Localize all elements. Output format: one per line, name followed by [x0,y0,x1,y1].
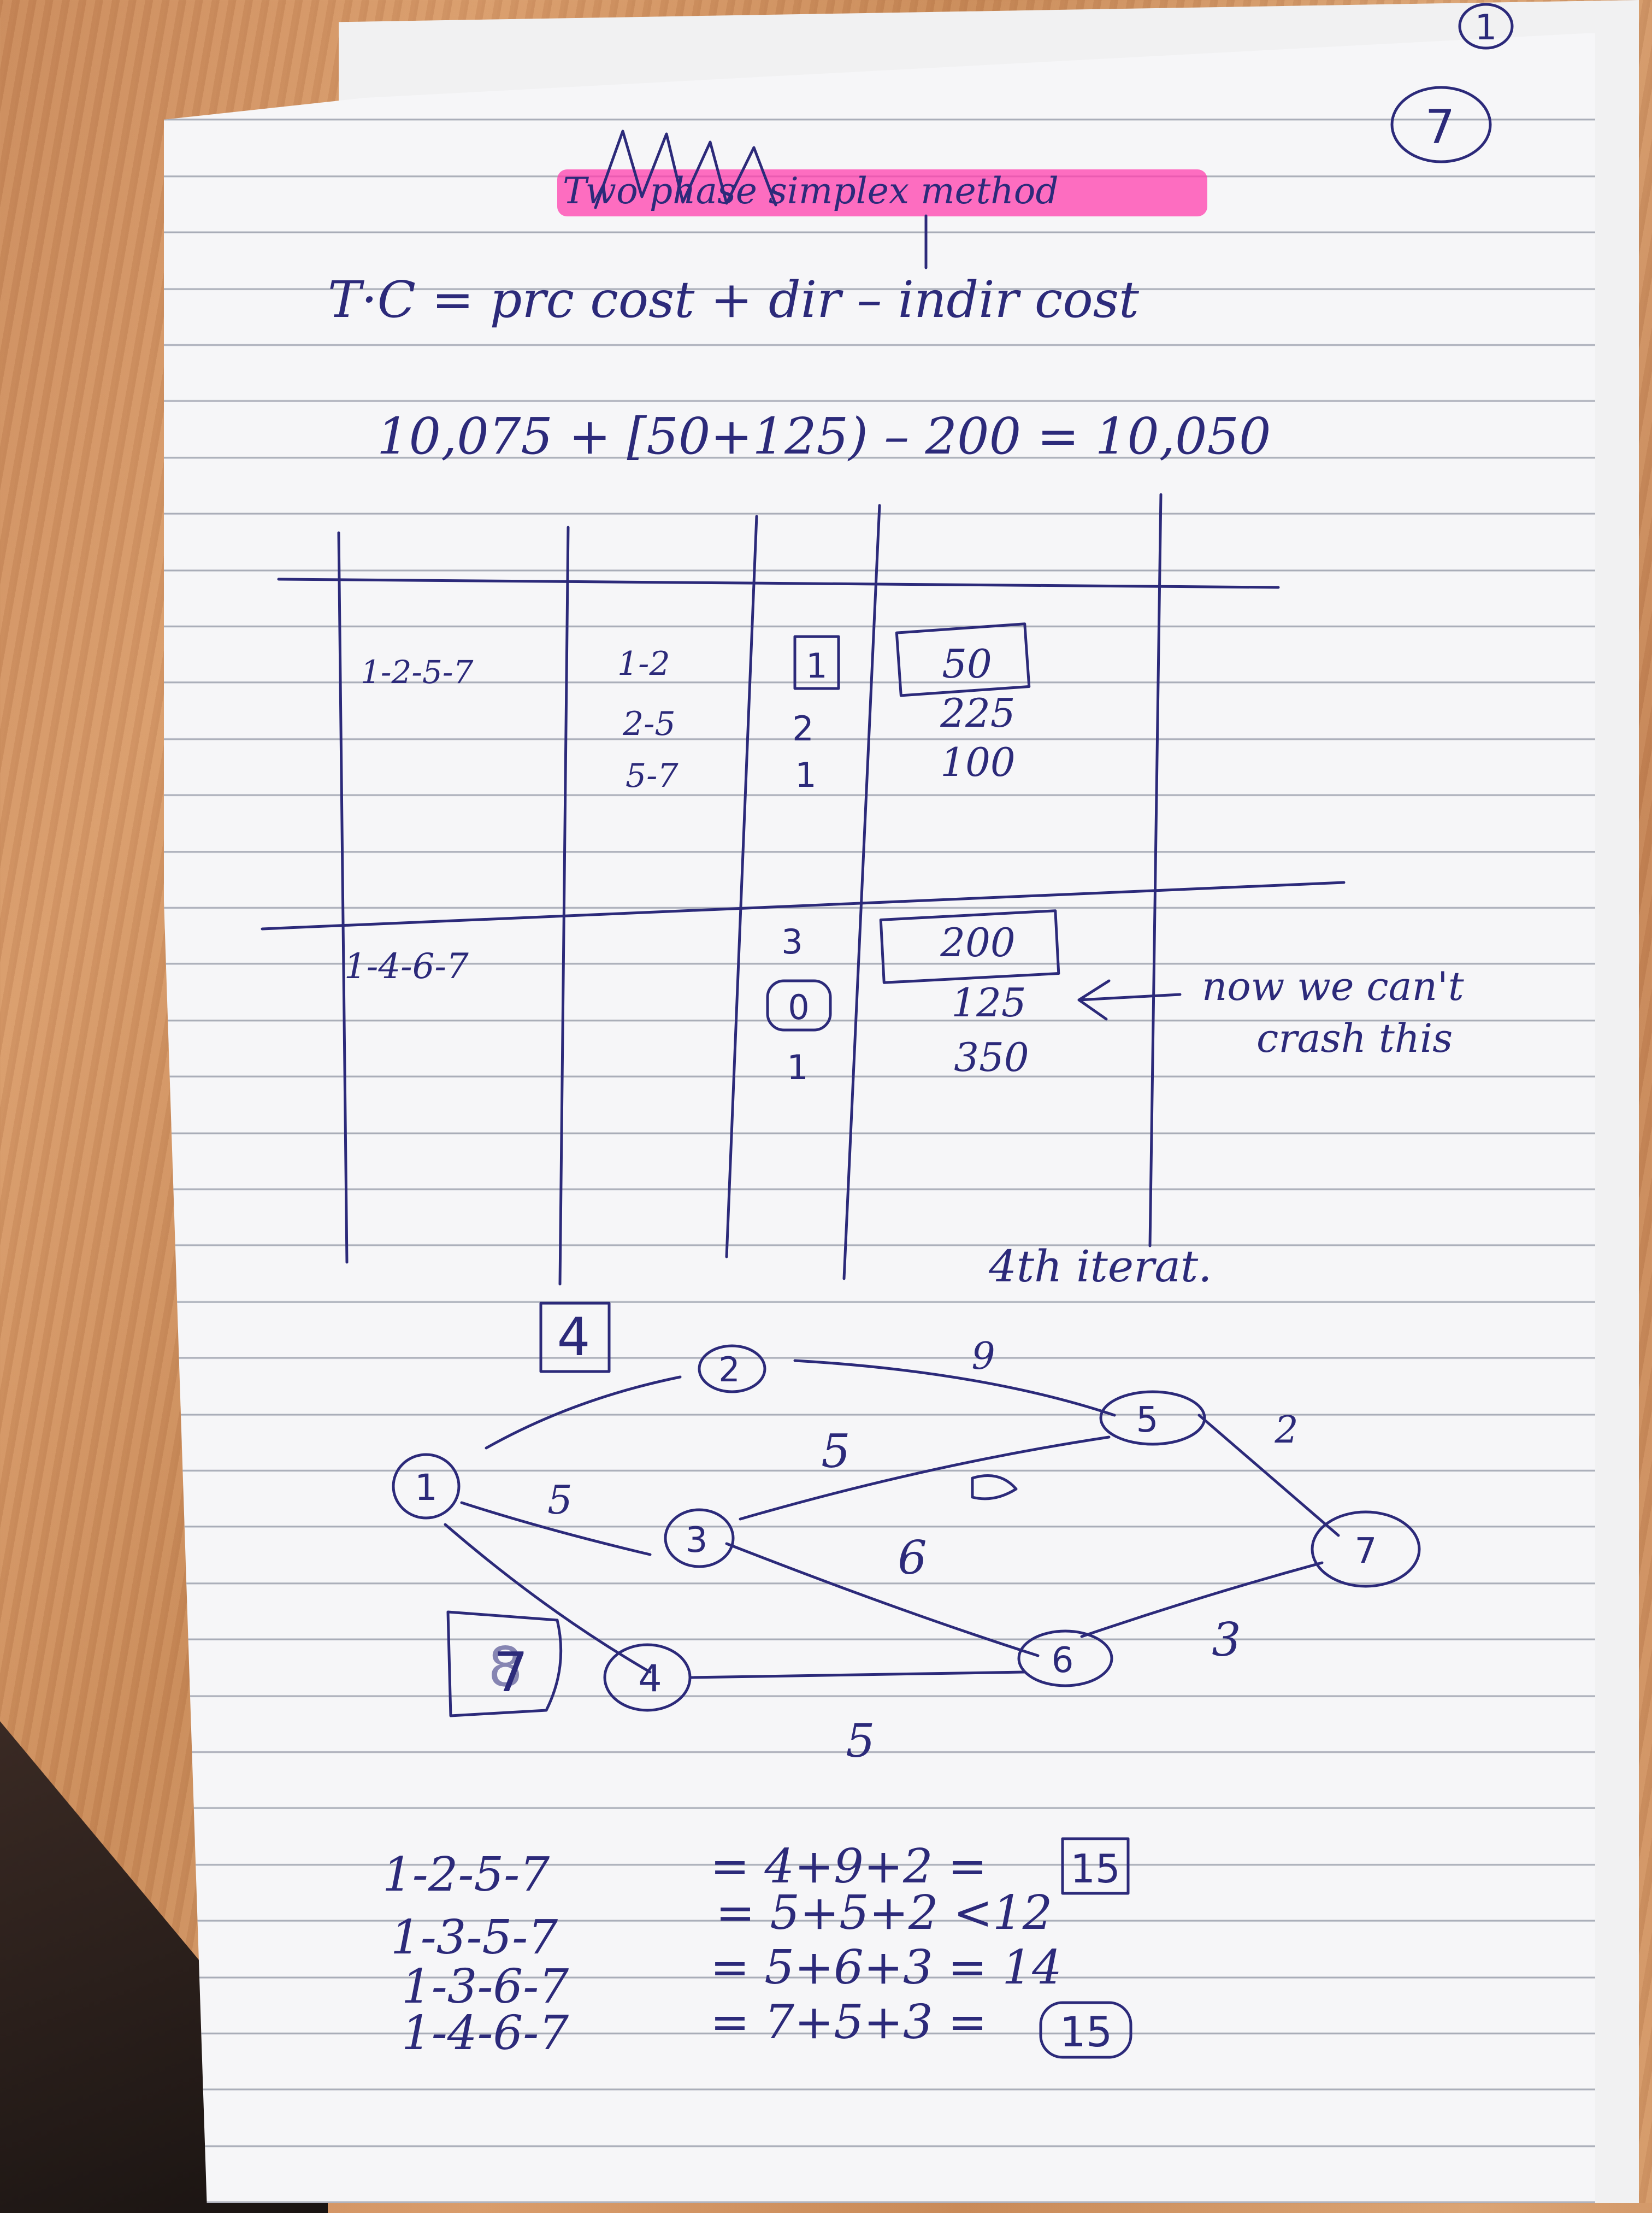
svg-text:1-3-5-7: 1-3-5-7 [391,1910,558,1965]
note-arrow [1077,979,1182,1021]
row1-activity-2: 2-5 [622,705,676,743]
edge-weight-current: 7 [493,1640,528,1704]
page-number-circle [1390,86,1492,163]
svg-text:15: 15 [1070,1846,1120,1892]
network-node-4: 4 [603,1643,692,1712]
edge-weight-3-5: 5 [821,1425,850,1478]
formula-line-2: 10,075 + [50+125) – 200 = 10,050 [377,407,1271,466]
edge-weight-1-2: 4 [539,1302,611,1373]
formula-line-1: T·C = prc cost + dir – indir cost [328,270,1140,329]
row1-activity-3: 5-7 [626,757,678,795]
svg-text:15: 15 [1060,2008,1113,2056]
row1-duration-3: 1 [795,755,816,795]
svg-text:3: 3 [686,1520,708,1561]
network-node-3: 3 [664,1508,735,1568]
svg-text:1-2-5-7: 1-2-5-7 [382,1847,550,1902]
edge-weight-5-7: 2 [1274,1409,1298,1452]
network-node-2: 2 [698,1344,766,1393]
row2-duration-box [766,979,832,1032]
svg-text:1-4-6-7: 1-4-6-7 [402,2006,569,2061]
row1-cost-2: 225 [940,690,1015,736]
page-number: 7 [1425,100,1455,155]
row2-cost-1: 200 [940,920,1015,966]
row2-cost-box [879,909,1060,984]
row2-duration-2: 0 [788,987,809,1027]
row1-duration-1: 1 [806,646,827,686]
svg-text:4: 4 [557,1306,590,1368]
edge-weight-1-3: 5 [547,1477,573,1523]
path-sum-1: 1-2-5-7 = 4+9+2 = 15 [382,1837,1130,1902]
scribbled-mark [971,1474,1018,1500]
result-box [1061,1837,1130,1895]
svg-text:= 4+9+2 =: = 4+9+2 = [710,1839,987,1894]
paper-sheet [164,33,1595,2203]
network-node-1: 1 [392,1453,461,1520]
svg-text:4: 4 [638,1657,662,1700]
note-line-1: now we can't [1202,963,1465,1009]
corner-number-circle [1458,3,1514,50]
row2-cost-2: 125 [951,980,1026,1026]
edge-weight-1-4: 8 7 [446,1610,563,1717]
row2-cost-3: 350 [954,1034,1029,1080]
path-sum-3: 1-3-6-7 = 5+6+3 = 14 [402,1940,1062,2014]
row2-duration-1: 3 [781,922,803,962]
note-line-2: crash this [1256,1015,1453,1061]
corner-number: 1 [1475,8,1497,48]
svg-text:= 5+6+3 = 14: = 5+6+3 = 14 [710,1940,1062,1995]
svg-text:1: 1 [415,1467,438,1509]
svg-text:2: 2 [718,1350,740,1390]
row1-activity-1: 1-2 [617,645,670,683]
network-node-5: 5 [1099,1390,1206,1446]
scribble-over-heading [594,130,777,209]
edge-weight-2-5: 9 [971,1335,995,1378]
result-box [1039,2001,1132,2059]
edge-weight-crossed: 8 [488,1635,523,1699]
network-node-7: 7 [1311,1510,1421,1588]
svg-text:= 5+5+2 <12: = 5+5+2 <12 [716,1886,1053,1940]
row1-path: 1-2-5-7 [361,654,473,691]
row2-path: 1-4-6-7 [344,946,469,987]
row1-duration-2: 2 [792,709,813,749]
row1-cost-1: 50 [942,641,992,687]
path-sum-4: 1-4-6-7 = 7+5+3 = 15 [402,1995,1132,2061]
edge-weight-3-6: 6 [898,1531,927,1585]
row2-duration-3: 1 [787,1047,808,1087]
row1-cost-3: 100 [940,739,1015,785]
edge-weight-6-7: 3 [1212,1613,1241,1667]
table-grid [261,493,1346,1286]
row1-cost-box [895,622,1031,697]
iteration-label: 4th iterat. [988,1241,1212,1292]
network-node-6: 6 [1017,1629,1113,1687]
row1-duration-box [793,635,840,690]
svg-text:6: 6 [1052,1640,1074,1681]
svg-text:5: 5 [1136,1400,1159,1440]
path-sum-2: 1-3-5-7 = 5+5+2 <12 [391,1886,1053,1965]
svg-text:7: 7 [1355,1531,1377,1572]
svg-text:1-3-6-7: 1-3-6-7 [402,1959,569,2014]
svg-text:= 7+5+3 =: = 7+5+3 = [710,1995,987,2050]
network-edges [444,1359,1340,1679]
edge-weight-4-6: 5 [846,1714,875,1768]
